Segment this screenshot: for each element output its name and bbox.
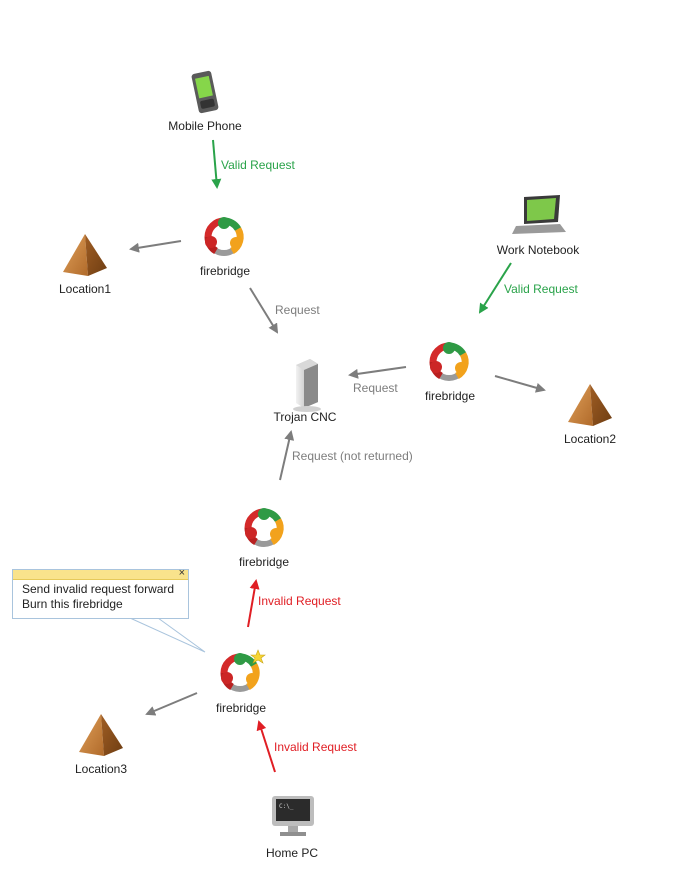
work-notebook-label: Work Notebook (497, 243, 580, 257)
label-request-2: Request (353, 381, 398, 395)
server-tower-icon (293, 359, 321, 412)
mobile-phone-label: Mobile Phone (168, 119, 242, 133)
star-icon (250, 649, 266, 664)
firebridge-icon (221, 653, 258, 689)
location2-node[interactable]: Location2 (564, 384, 616, 446)
location3-label: Location3 (75, 762, 127, 776)
label-valid-request-2: Valid Request (504, 282, 578, 296)
work-notebook-node[interactable]: Work Notebook (497, 195, 580, 257)
location2-label: Location2 (564, 432, 616, 446)
monitor-icon: C:\_ (272, 796, 314, 836)
label-invalid-request-1: Invalid Request (258, 594, 341, 608)
pyramid-icon (568, 384, 612, 426)
edge-homepc-to-firebridge (256, 720, 276, 773)
edge-firebridge-right-to-cnc (348, 366, 407, 379)
edge-phone-to-firebridge (211, 139, 222, 189)
close-icon[interactable]: × (178, 567, 185, 579)
edge-firebridge-to-location1 (129, 240, 182, 253)
location3-node[interactable]: Location3 (75, 714, 127, 776)
trojan-cnc-node[interactable]: Trojan CNC (274, 359, 337, 424)
callout-line-1: Send invalid request forward (22, 582, 175, 596)
callout-line-2: Burn this firebridge (22, 597, 123, 611)
firebridge-bottom-label: firebridge (216, 701, 266, 715)
firebridge-right-node[interactable]: firebridge (425, 342, 475, 403)
firebridge-middle-node[interactable]: firebridge (239, 508, 289, 569)
firebridge-right-label: firebridge (425, 389, 475, 403)
trojan-cnc-label: Trojan CNC (274, 410, 337, 424)
label-invalid-request-2: Invalid Request (274, 740, 357, 754)
mobile-phone-node[interactable]: Mobile Phone (168, 70, 242, 133)
edge-notebook-to-firebridge (478, 262, 512, 314)
firebridge-middle-label: firebridge (239, 555, 289, 569)
svg-text:C:\_: C:\_ (279, 803, 294, 810)
mobile-phone-icon (191, 70, 219, 114)
pyramid-icon (63, 234, 107, 276)
edge-firebridge-bottom-to-middle (247, 579, 260, 628)
firebridge-icon (205, 217, 242, 253)
location1-node[interactable]: Location1 (59, 234, 111, 296)
edge-firebridge-bottom-to-location3 (145, 692, 198, 716)
label-request-1: Request (275, 303, 320, 317)
pyramid-icon (79, 714, 123, 756)
callout-titlebar: × (13, 567, 188, 580)
firebridge-icon (430, 342, 467, 378)
edge-firebridge-right-to-location2 (494, 375, 546, 393)
location1-label: Location1 (59, 282, 111, 296)
label-request-not-returned: Request (not returned) (292, 449, 413, 463)
firebridge-top-label: firebridge (200, 264, 250, 278)
home-pc-label: Home PC (266, 846, 318, 860)
firebridge-bottom-node[interactable]: firebridge (216, 649, 266, 715)
firebridge-top-node[interactable]: firebridge (200, 217, 250, 278)
callout-pointer (129, 617, 206, 653)
callout-tooltip: × Send invalid request forward Burn this… (12, 567, 189, 619)
firebridge-icon (245, 508, 282, 544)
home-pc-node[interactable]: C:\_ Home PC (266, 796, 318, 860)
edge-firebridge-middle-to-cnc (279, 430, 295, 481)
label-valid-request-1: Valid Request (221, 158, 295, 172)
laptop-icon (512, 195, 566, 234)
edge-firebridge-to-cnc (249, 287, 279, 334)
